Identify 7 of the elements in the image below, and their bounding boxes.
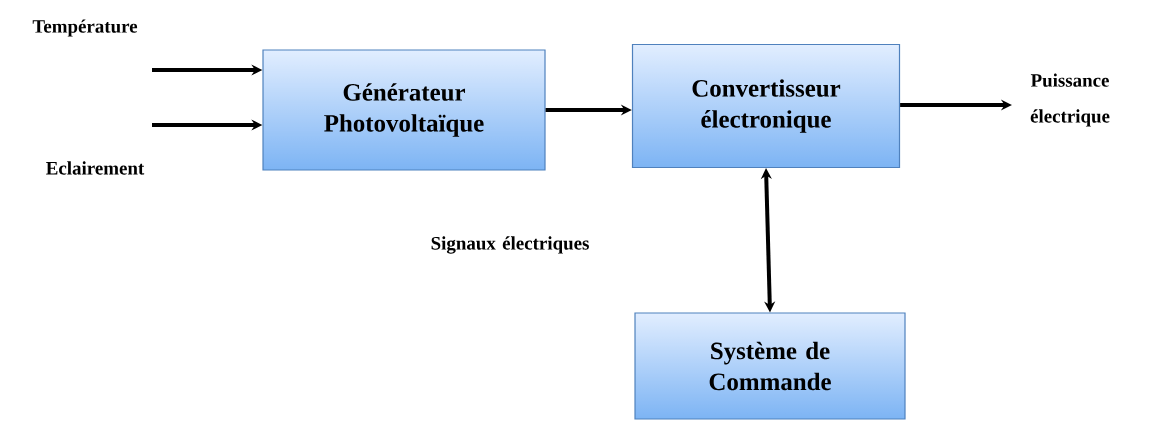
label-text: Puissance électrique [1030, 73, 1110, 127]
label-text: Eclairement [46, 161, 145, 175]
label-text: Température [32, 19, 138, 37]
process-box: Système de Commande [634, 312, 906, 420]
process-box: Convertisseur électronique [631, 43, 901, 169]
label-text: Signaux électriques [431, 236, 589, 254]
process-box: Générateur Photovoltaïque [262, 49, 546, 171]
